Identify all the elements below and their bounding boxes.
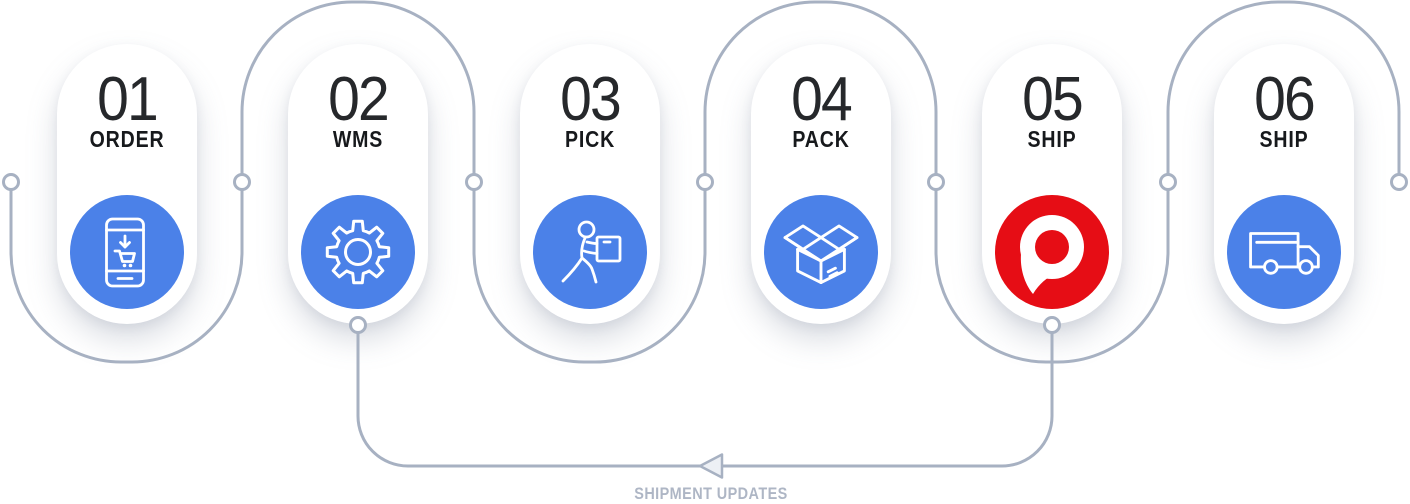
step-icon-circle [532, 195, 647, 309]
step-card-pack: 04 PACK [750, 44, 891, 324]
step-label: ORDER [89, 126, 164, 152]
step-card-wms: 02 WMS [288, 44, 428, 324]
gear-icon [325, 219, 391, 285]
delivery-truck-icon [1248, 232, 1320, 275]
step-label: WMS [332, 126, 384, 152]
step-card-pick: 03 PICK [519, 44, 660, 324]
node-dot [2, 173, 20, 191]
step-card-order: 01 ORDER [56, 44, 197, 324]
step-icon-circle [763, 195, 878, 309]
step-number: 06 [1253, 65, 1316, 134]
step-icon-circle [301, 195, 415, 309]
carrier-p-logo-icon [1020, 215, 1084, 294]
step-number: 05 [1022, 65, 1084, 134]
node-dot [696, 173, 714, 191]
connector-nodes [2, 173, 1408, 334]
step-number: 04 [790, 65, 853, 134]
node-dot [1159, 173, 1177, 191]
node-dot [233, 173, 251, 191]
open-box-icon [783, 224, 858, 285]
step-label: SHIP [1258, 126, 1309, 152]
step-number: 02 [328, 65, 390, 134]
node-dot [927, 173, 945, 191]
step-label: SHIP [1027, 126, 1077, 152]
smartphone-order-icon [104, 217, 145, 288]
step-icon-circle [69, 195, 184, 309]
step-number: 03 [559, 65, 622, 134]
feedback-path [356, 325, 1054, 468]
node-dot [465, 173, 483, 191]
step-label: PICK [564, 126, 615, 152]
serpentine-path [9, 0, 1401, 364]
step-card-ship-truck: 06 SHIP [1213, 44, 1354, 324]
step-number: 01 [96, 65, 159, 134]
shipment-updates-label: SHIPMENT UPDATES [634, 484, 788, 503]
node-dot [1390, 173, 1408, 191]
step-icon-circle [1226, 195, 1341, 309]
step-icon-circle [995, 195, 1109, 309]
step-label: PACK [791, 126, 850, 152]
worker-carrying-box-icon [561, 220, 621, 284]
feedback-arrow [698, 453, 724, 479]
step-card-ship-carrier: 05 SHIP [982, 44, 1122, 324]
